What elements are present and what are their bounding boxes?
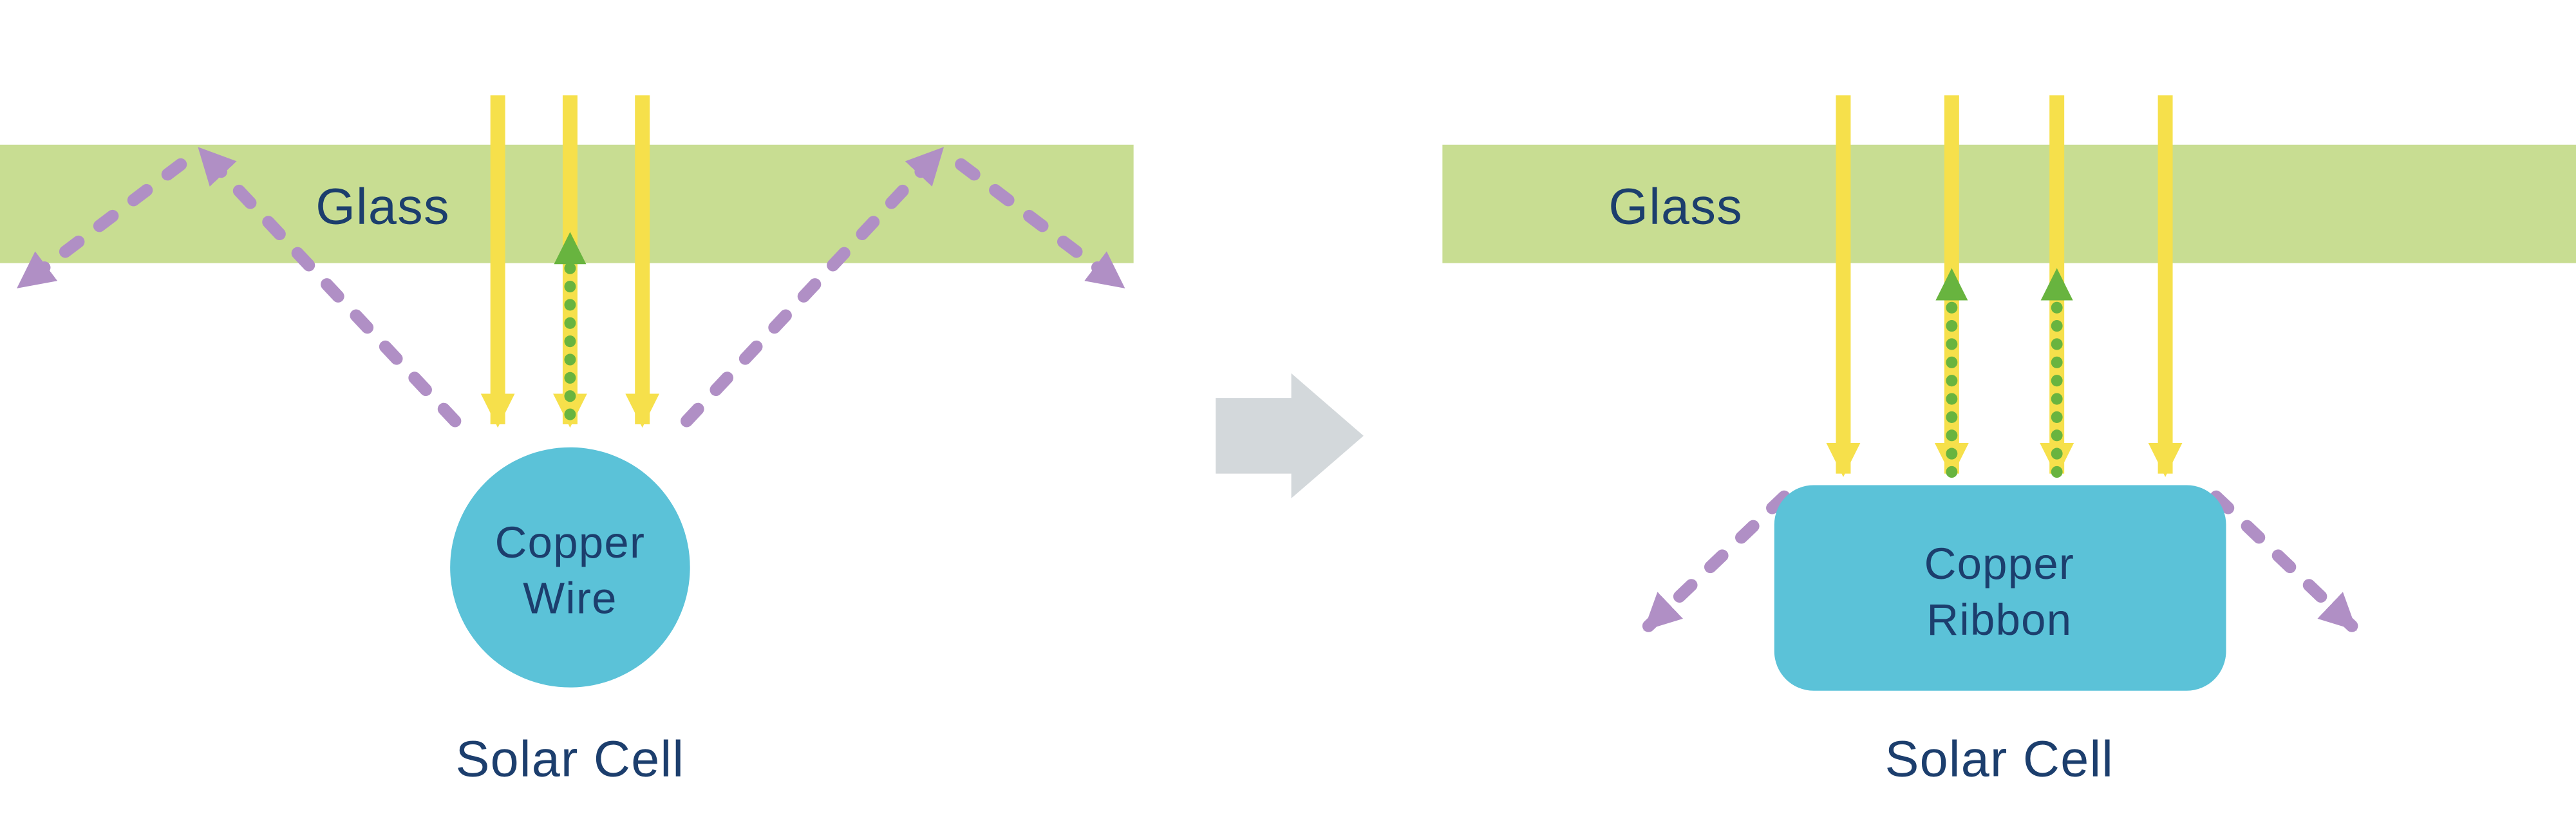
left-panel: Glass Copper Wire Solar Cell (0, 95, 1134, 787)
glass-label: Glass (1608, 177, 1743, 234)
reflected-ray-out-right-icon (2210, 490, 2361, 635)
copper-ribbon-label-line2: Ribbon (1926, 595, 2072, 645)
reflected-ray-up-left-icon (194, 143, 462, 428)
copper-ribbon-label-line1: Copper (1924, 539, 2075, 588)
glass-label: Glass (315, 177, 450, 234)
solar-cell-label: Solar Cell (1885, 730, 2114, 787)
copper-wire-label-line2: Wire (523, 574, 617, 623)
glass-band (1442, 144, 2576, 263)
right-panel: Glass Copper Ribbon Solar Cell (1442, 95, 2576, 787)
copper-wire-shape (450, 447, 690, 688)
solar-cell-label: Solar Cell (456, 730, 685, 787)
transition-arrow-icon (1216, 373, 1364, 498)
reflected-ray-out-right-icon (955, 158, 1129, 293)
copper-wire-label-line1: Copper (495, 518, 646, 567)
reflected-ray-up-right-icon (681, 143, 948, 428)
reflected-ray-out-left-icon (14, 158, 187, 293)
reflected-ray-out-left-icon (1640, 490, 1791, 635)
copper-ribbon-shape (1774, 485, 2226, 691)
